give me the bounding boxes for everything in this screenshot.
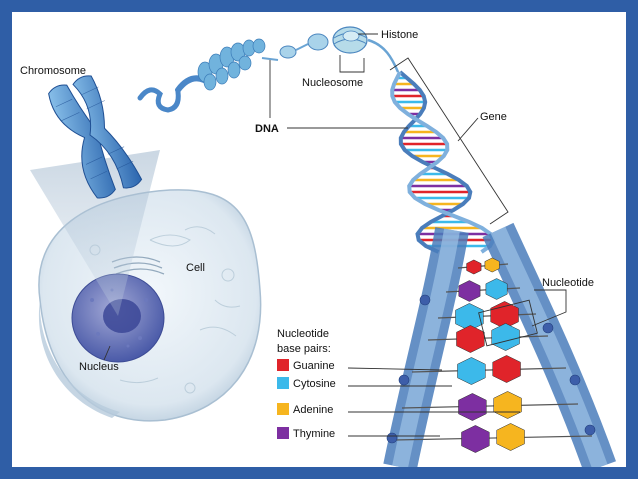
nucleosome-illustration (332, 26, 368, 54)
gene-leader (457, 117, 479, 142)
guanine-leader (347, 367, 443, 371)
helix-strand-b (390, 71, 496, 254)
nucleotide-base (493, 391, 522, 419)
legend-label-cytosine: Cytosine (293, 378, 336, 390)
ladder-rung (411, 367, 567, 373)
label-nucleotide: Nucleotide (542, 277, 594, 289)
ladder-rung (445, 287, 521, 293)
nucleotide-leader (531, 289, 567, 327)
legend-swatch-cytosine (277, 377, 289, 389)
dna-strand (367, 38, 400, 73)
nucleotide-base (458, 280, 481, 302)
legend-swatch-guanine (277, 359, 289, 371)
ladder-rung (457, 263, 509, 269)
nucleotide-highlight-box (478, 299, 538, 347)
nucleus-leader (103, 345, 111, 361)
legend-label-guanine: Guanine (293, 360, 335, 372)
nucleosome-bracket (339, 55, 365, 73)
label-histone: Histone (381, 29, 418, 41)
chromosome-illustration (48, 75, 143, 199)
legend-label-thymine: Thymine (293, 428, 335, 440)
nucleotide-base (456, 325, 485, 353)
nucleotide-base (485, 278, 508, 300)
nucleotide-base (496, 423, 525, 451)
nucleotide-base (458, 393, 487, 421)
dna-ladder (383, 222, 616, 467)
legend-label-adenine: Adenine (293, 404, 333, 416)
helix-strand-a (398, 70, 473, 254)
nucleotide-base (492, 355, 521, 383)
nucleotide-base (484, 257, 500, 273)
dna-structure-diagram: Chromosome Histone Nucleosome DNA Gene C… (20, 26, 616, 467)
nucleotide-base (491, 323, 520, 351)
legend-swatch-adenine (277, 403, 289, 415)
legend-title-line2: base pairs: (277, 343, 331, 355)
legend-title-line1: Nucleotide (277, 328, 329, 340)
nucleotide-base (466, 259, 482, 275)
label-cell: Cell (186, 262, 205, 274)
label-chromosome: Chromosome (20, 65, 86, 77)
legend-swatch-thymine (277, 427, 289, 439)
zoom-cone (30, 150, 160, 316)
nucleotide-base (457, 357, 486, 385)
gene-bracket (389, 57, 509, 225)
ladder-rung (427, 335, 549, 341)
label-nucleosome: Nucleosome (302, 77, 363, 89)
nucleotide-base (461, 425, 490, 453)
label-gene: Gene (480, 111, 507, 123)
double-helix-upper (390, 70, 496, 254)
diagram-frame: Chromosome Histone Nucleosome DNA Gene C… (12, 12, 626, 467)
ladder-rung (393, 435, 593, 441)
base-pair-legend: Nucleotide base pairs: GuanineCytosineAd… (277, 328, 336, 440)
ladder-rung (401, 403, 579, 409)
ladder-rung (437, 313, 537, 319)
chromatin-fiber (197, 33, 329, 91)
label-dna: DNA (255, 123, 279, 135)
label-nucleus: Nucleus (79, 361, 119, 373)
